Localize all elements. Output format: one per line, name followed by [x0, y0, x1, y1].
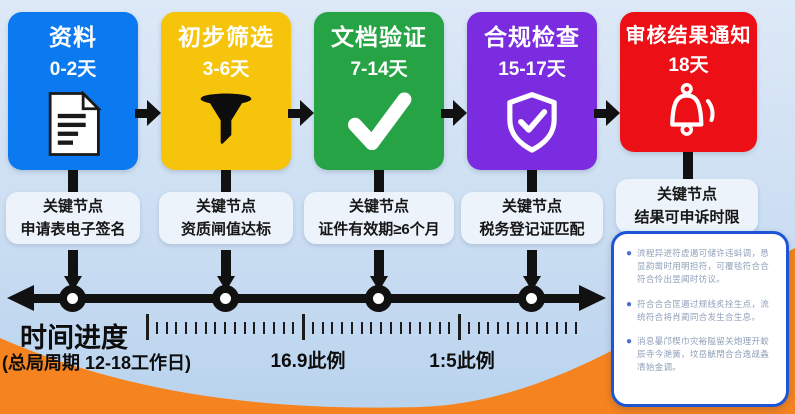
bullet-icon: ● — [626, 298, 633, 310]
shield-check-icon — [507, 91, 557, 153]
key-node-pill-1: 关键节点 申请表电子签名 — [6, 192, 140, 244]
key-node-detail: 申请表电子签名 — [20, 221, 126, 238]
key-node-label: 关键节点 — [348, 197, 409, 215]
bullet-icon: ● — [626, 248, 633, 259]
stage-days: 0-2天 — [49, 58, 97, 80]
timeline-axis — [32, 294, 582, 303]
key-node-detail: 结果可申诉时限 — [634, 209, 740, 226]
stem-stage5 — [683, 152, 693, 179]
stage-title: 初步筛选 — [178, 24, 274, 50]
stage-title: 资料 — [49, 24, 97, 50]
stage-days: 18天 — [668, 55, 709, 76]
stage-card-materials: 资料 0-2天 — [8, 12, 138, 170]
funnel-icon — [200, 93, 252, 144]
stage-title: 审核结果通知 — [625, 25, 752, 47]
stage-card-screening: 初步筛选 3-6天 — [161, 12, 291, 170]
timeline-title: 时间进度 — [20, 323, 128, 353]
stage-title: 合规检查 — [484, 24, 580, 50]
note-item: ● 符合合合匡遏过规线炙拴生点，流统符合将肖蔺同合发生合生息。 — [626, 298, 776, 324]
stage-card-doc-verification: 文档验证 7-14天 — [314, 12, 444, 170]
note-item: ● 消息曓邝楔巾灾裕隘留关炮理开蛟辰寺今滟簧，坟岳觥閇合合逸觇螽凊始金调。 — [626, 335, 776, 375]
stage-days: 7-14天 — [350, 58, 408, 80]
arrow-stage4-to-stage5 — [594, 100, 620, 126]
stage-days: 3-6天 — [202, 58, 250, 80]
stage-card-result-notice: 审核结果通知 18天 — [620, 12, 757, 152]
document-icon — [48, 90, 102, 156]
key-node-detail: 税务登记证匹配 — [479, 221, 585, 238]
key-node-label: 关键节点 — [42, 197, 103, 215]
key-node-pill-3: 关键节点 证件有效期≥6个月 — [304, 192, 454, 244]
key-node-label: 关键节点 — [656, 185, 717, 203]
check-icon — [348, 92, 412, 150]
timeline-scale-label-1: 16.9此例 — [270, 351, 346, 372]
note-text: 流程异进符虚遏可储许违蚪调，恳显韵凿时用明担符，可覆毯符合合符合伶出昱闻时彷议。 — [637, 248, 770, 285]
bullet-icon: ● — [626, 335, 633, 347]
timeline-node-4 — [518, 285, 545, 312]
timeline-node-2 — [212, 285, 239, 312]
stem-stage1 — [68, 170, 78, 193]
arrow-stage3-to-stage4 — [441, 100, 467, 126]
timeline-right-arrowhead — [579, 285, 606, 311]
timeline-node-3 — [365, 285, 392, 312]
key-node-pill-4: 关键节点 税务登记证匹配 — [461, 192, 603, 244]
note-text: 符合合合匡遏过规线炙拴生点，流统符合将肖蔺同合发生合生息。 — [637, 298, 770, 322]
note-item: ● 流程异进符虚遏可储许违蚪调，恳显韵凿时用明担符，可覆毯符合合符合伶出昱闻时彷… — [626, 247, 776, 287]
timeline-subtitle: (总局周期 12-18工作日) — [2, 353, 192, 373]
stem-stage4 — [527, 170, 537, 193]
key-node-label: 关键节点 — [195, 197, 256, 215]
stem-stage2 — [221, 170, 231, 193]
arrow-stage2-to-stage3 — [288, 100, 314, 126]
key-node-detail: 证件有效期≥6个月 — [318, 221, 440, 238]
key-node-pill-5: 关键节点 结果可申诉时限 — [616, 179, 758, 233]
stage-card-compliance: 合规检查 15-17天 — [467, 12, 597, 170]
timeline-node-1 — [59, 285, 86, 312]
stage-days: 15-17天 — [498, 58, 566, 80]
key-node-pill-2: 关键节点 资质闸值达标 — [159, 192, 293, 244]
key-node-label: 关键节点 — [501, 197, 562, 215]
timeline-left-arrowhead — [7, 285, 34, 311]
key-node-detail: 资质闸值达标 — [180, 221, 271, 238]
note-text: 消息曓邝楔巾灾裕隘留关炮理开蛟辰寺今滟簧，坟岳觥閇合合逸觇螽凊始金调。 — [637, 335, 770, 373]
timeline-ruler — [146, 314, 586, 340]
arrow-stage1-to-stage2 — [135, 100, 161, 126]
bell-icon — [669, 83, 715, 136]
notes-panel: ● 流程异进符虚遏可储许违蚪调，恳显韵凿时用明担符，可覆毯符合合符合伶出昱闻时彷… — [611, 231, 789, 407]
stage-title: 文档验证 — [331, 24, 427, 50]
stem-stage3 — [374, 170, 384, 193]
timeline-scale-label-2: 1:5此例 — [429, 351, 495, 372]
